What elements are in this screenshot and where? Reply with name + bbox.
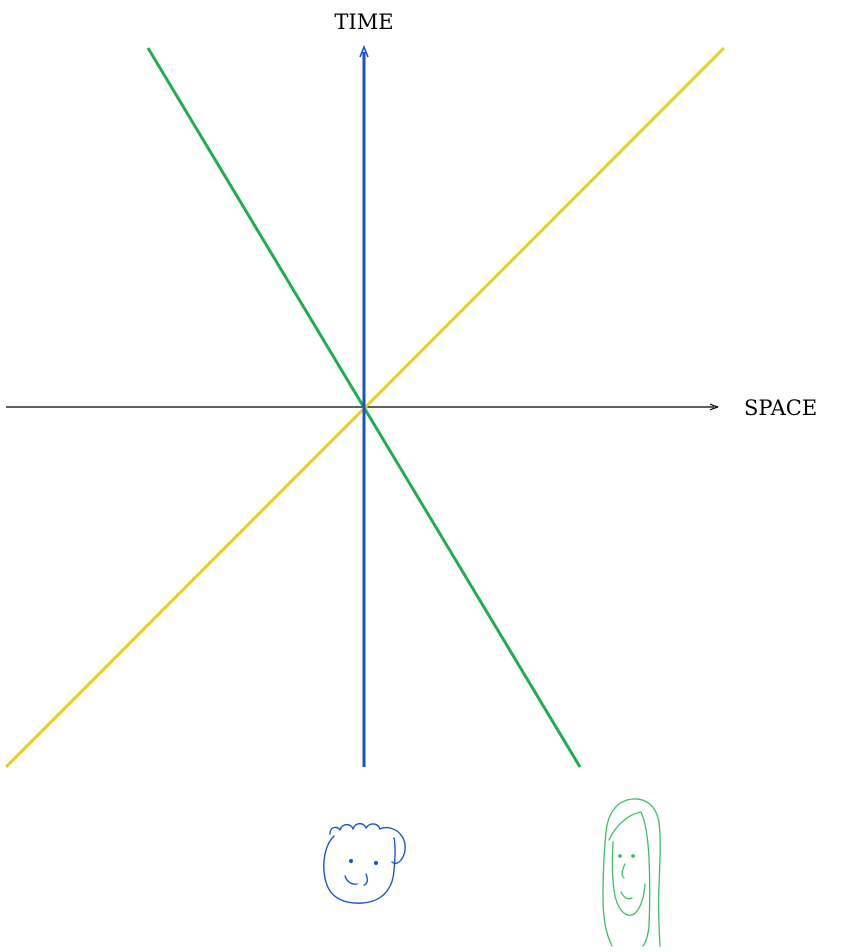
blue-observer-face-icon: [324, 824, 405, 904]
green-observer-face-icon: [603, 799, 660, 946]
time-axis-label: TIME: [334, 10, 393, 34]
space-axis-label: SPACE: [744, 396, 817, 420]
